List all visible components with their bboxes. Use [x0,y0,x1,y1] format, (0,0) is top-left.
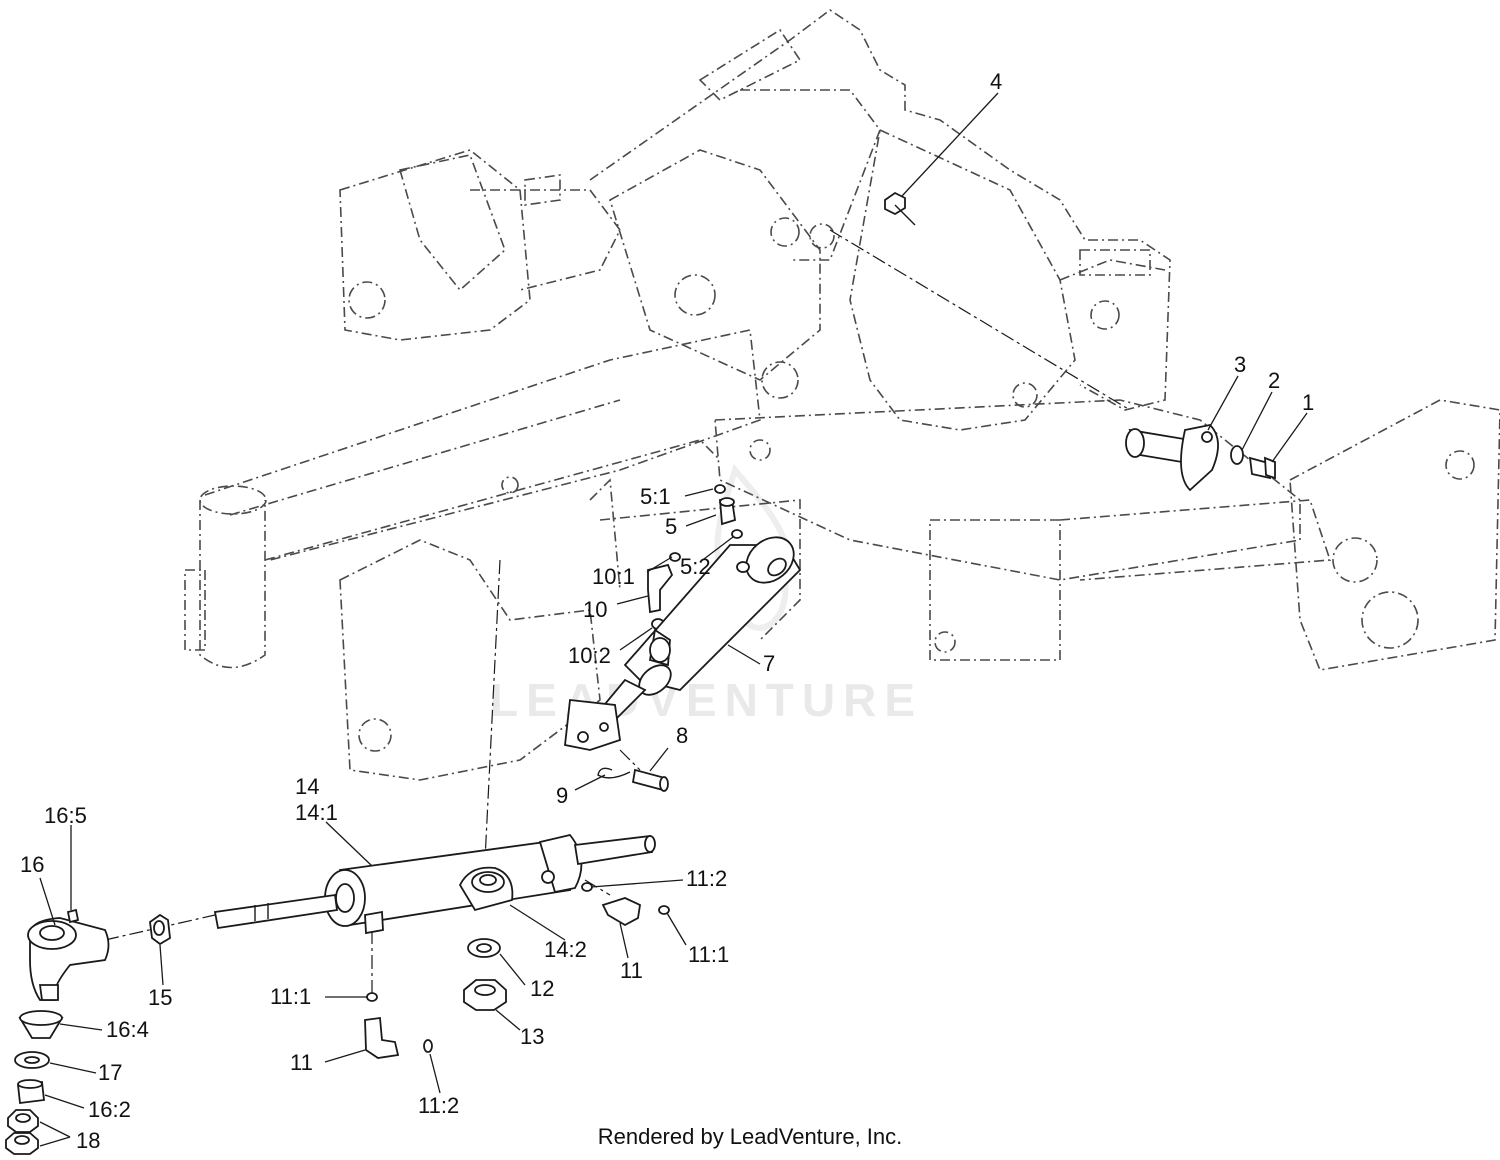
callout-5-1: 5:1 [640,484,671,509]
callout-10: 10 [583,597,607,622]
callout-18: 18 [76,1128,100,1153]
callout-15: 15 [148,985,172,1010]
part-5-1-o-ring [714,484,726,494]
callout-labels: 4 3 2 1 5:1 5 5:2 10:1 10 10:2 7 8 9 14 … [20,69,1314,1153]
callout-3: 3 [1234,352,1246,377]
callout-13: 13 [520,1024,544,1049]
callout-16-4: 16:4 [106,1017,149,1042]
callout-5: 5 [665,514,677,539]
callout-7: 7 [763,651,775,676]
callout-11-lower: 11 [290,1050,313,1075]
callout-16-2: 16:2 [88,1097,131,1122]
part-11-elbow-fitting-lower [364,1016,400,1059]
part-8-clevis-pin [631,768,669,792]
callout-9: 9 [556,783,568,808]
part-11-1-o-ring-lower [366,992,378,1002]
callout-10-2: 10:2 [568,643,611,668]
callout-4: 4 [990,69,1002,94]
callout-16: 16 [20,852,44,877]
callout-14: 14 [295,774,319,799]
part-11-2-o-ring-lower [423,1039,433,1053]
part-9-hair-pin [597,767,631,779]
callout-8: 8 [676,723,688,748]
callout-14-1: 14:1 [295,800,338,825]
watermark-logo-icon [714,463,792,631]
part-10-1-o-ring [669,552,681,562]
part-16-5-grease-fitting [66,908,80,924]
part-12-washer [467,938,501,958]
part-11-2-o-ring-upper [581,882,593,892]
part-13-nut [463,979,507,1011]
part-16-4-boot [18,1010,64,1039]
frame-assembly [184,9,1500,781]
callout-11-2-lower: 11:2 [418,1093,459,1118]
callout-11-1-right: 11:1 [688,942,729,967]
part-7-hydraulic-cylinder [564,536,802,751]
callout-11-1-lower: 11:1 [270,984,311,1009]
callout-16-5: 16:5 [44,803,87,828]
callout-1: 1 [1302,390,1314,415]
callout-14-2: 14:2 [544,937,587,962]
part-18-nuts [5,1109,39,1155]
leader-lines [39,92,1308,1147]
watermark: LEADVENTURE [490,674,923,726]
callout-11-2-upper: 11:2 [686,866,727,891]
callout-5-2: 5:2 [680,554,711,579]
part-10-elbow-fitting [647,563,674,614]
part-16-tie-rod-end [27,917,110,1001]
rendered-by-credit: Rendered by LeadVenture, Inc. [597,1124,903,1149]
part-4-nut [884,191,916,226]
part-15-jam-nut [149,913,171,946]
callout-17: 17 [98,1060,122,1085]
part-5-2-o-ring [731,529,743,539]
part-17-washer [14,1051,50,1069]
part-2-washer [1230,445,1244,465]
callout-10-1: 10:1 [592,564,635,589]
part-11-1-o-ring-right [658,905,670,915]
part-1-bolt [1248,456,1276,480]
part-11-elbow-fitting-right [601,897,641,927]
part-16-2-castle-nut [17,1079,45,1105]
callout-11-right: 11 [620,958,643,983]
callout-12: 12 [530,976,554,1001]
part-3-pivot-pin [1125,424,1219,492]
part-5-fitting [719,497,737,526]
part-14-steering-cylinder [213,833,656,935]
callout-2: 2 [1268,368,1280,393]
